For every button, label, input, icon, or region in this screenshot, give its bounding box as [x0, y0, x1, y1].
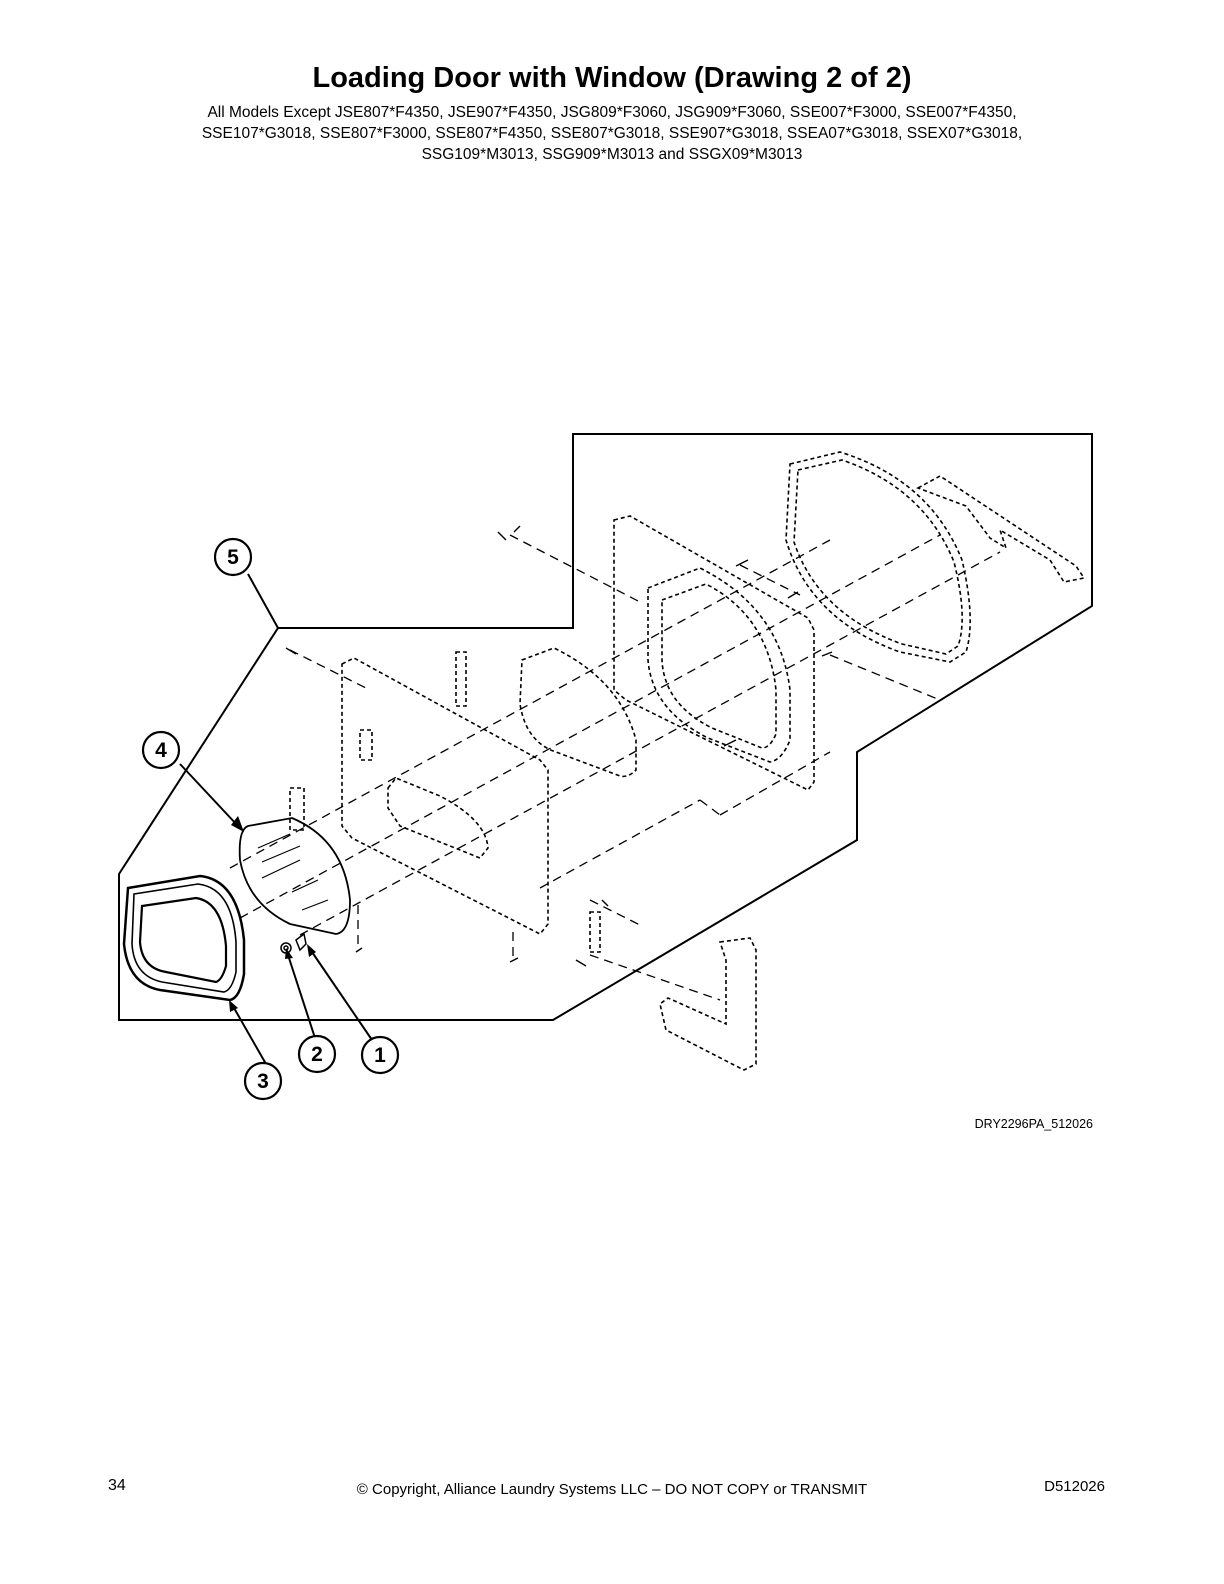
window-glass [238, 817, 351, 935]
assembly-axis-lines [229, 534, 1001, 1001]
assembly-outline [118, 433, 1093, 1021]
outer-door-panel [613, 515, 815, 792]
leader-lines [179, 573, 373, 1065]
copyright-footer: © Copyright, Alliance Laundry Systems LL… [356, 1481, 868, 1498]
callout-2-label: 2 [311, 1043, 323, 1066]
models-line-2: SSE107*G3018, SSE807*F3000, SSE807*F4350… [201, 125, 1023, 142]
models-note: All Models Except JSE807*F4350, JSE907*F… [112, 102, 1112, 165]
page-number: 34 [108, 1477, 126, 1494]
callout-1-label: 1 [374, 1044, 386, 1067]
inner-door-panel [289, 651, 601, 953]
door-seal [785, 451, 971, 663]
door-frame [122, 874, 246, 1002]
document-id: D512026 [1044, 1478, 1105, 1495]
models-line-1: All Models Except JSE807*F4350, JSE907*F… [207, 104, 1017, 121]
hinge [916, 475, 1086, 583]
drawing-code: DRY2296PA_512026 [974, 1117, 1093, 1131]
callout-3: 3 [243, 1061, 283, 1101]
callout-5: 5 [213, 537, 253, 577]
door-handle [659, 937, 757, 1071]
callout-5-label: 5 [227, 546, 239, 569]
retainer-clip-and-screw [280, 932, 307, 954]
callout-4-label: 4 [155, 739, 167, 762]
callout-4: 4 [141, 730, 181, 770]
models-line-3: SSG109*M3013, SSG909*M3013 and SSGX09*M3… [421, 146, 803, 163]
callout-1: 1 [360, 1035, 400, 1075]
callout-balloons: 5 4 3 2 1 [141, 537, 400, 1101]
screws [285, 525, 833, 967]
window-gasket [519, 647, 637, 778]
callout-2: 2 [297, 1034, 337, 1074]
callout-3-label: 3 [257, 1070, 269, 1093]
leader-arrowheads [229, 816, 316, 1012]
page-title: Loading Door with Window (Drawing 2 of 2… [312, 62, 912, 94]
